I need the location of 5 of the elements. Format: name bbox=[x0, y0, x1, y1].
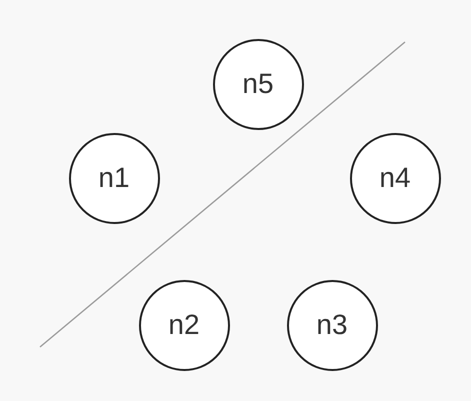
node-label: n3 bbox=[316, 311, 348, 339]
node-label: n4 bbox=[379, 164, 411, 192]
node-label: n5 bbox=[242, 70, 274, 98]
node-label: n2 bbox=[168, 311, 200, 339]
node-label: n1 bbox=[98, 164, 130, 192]
